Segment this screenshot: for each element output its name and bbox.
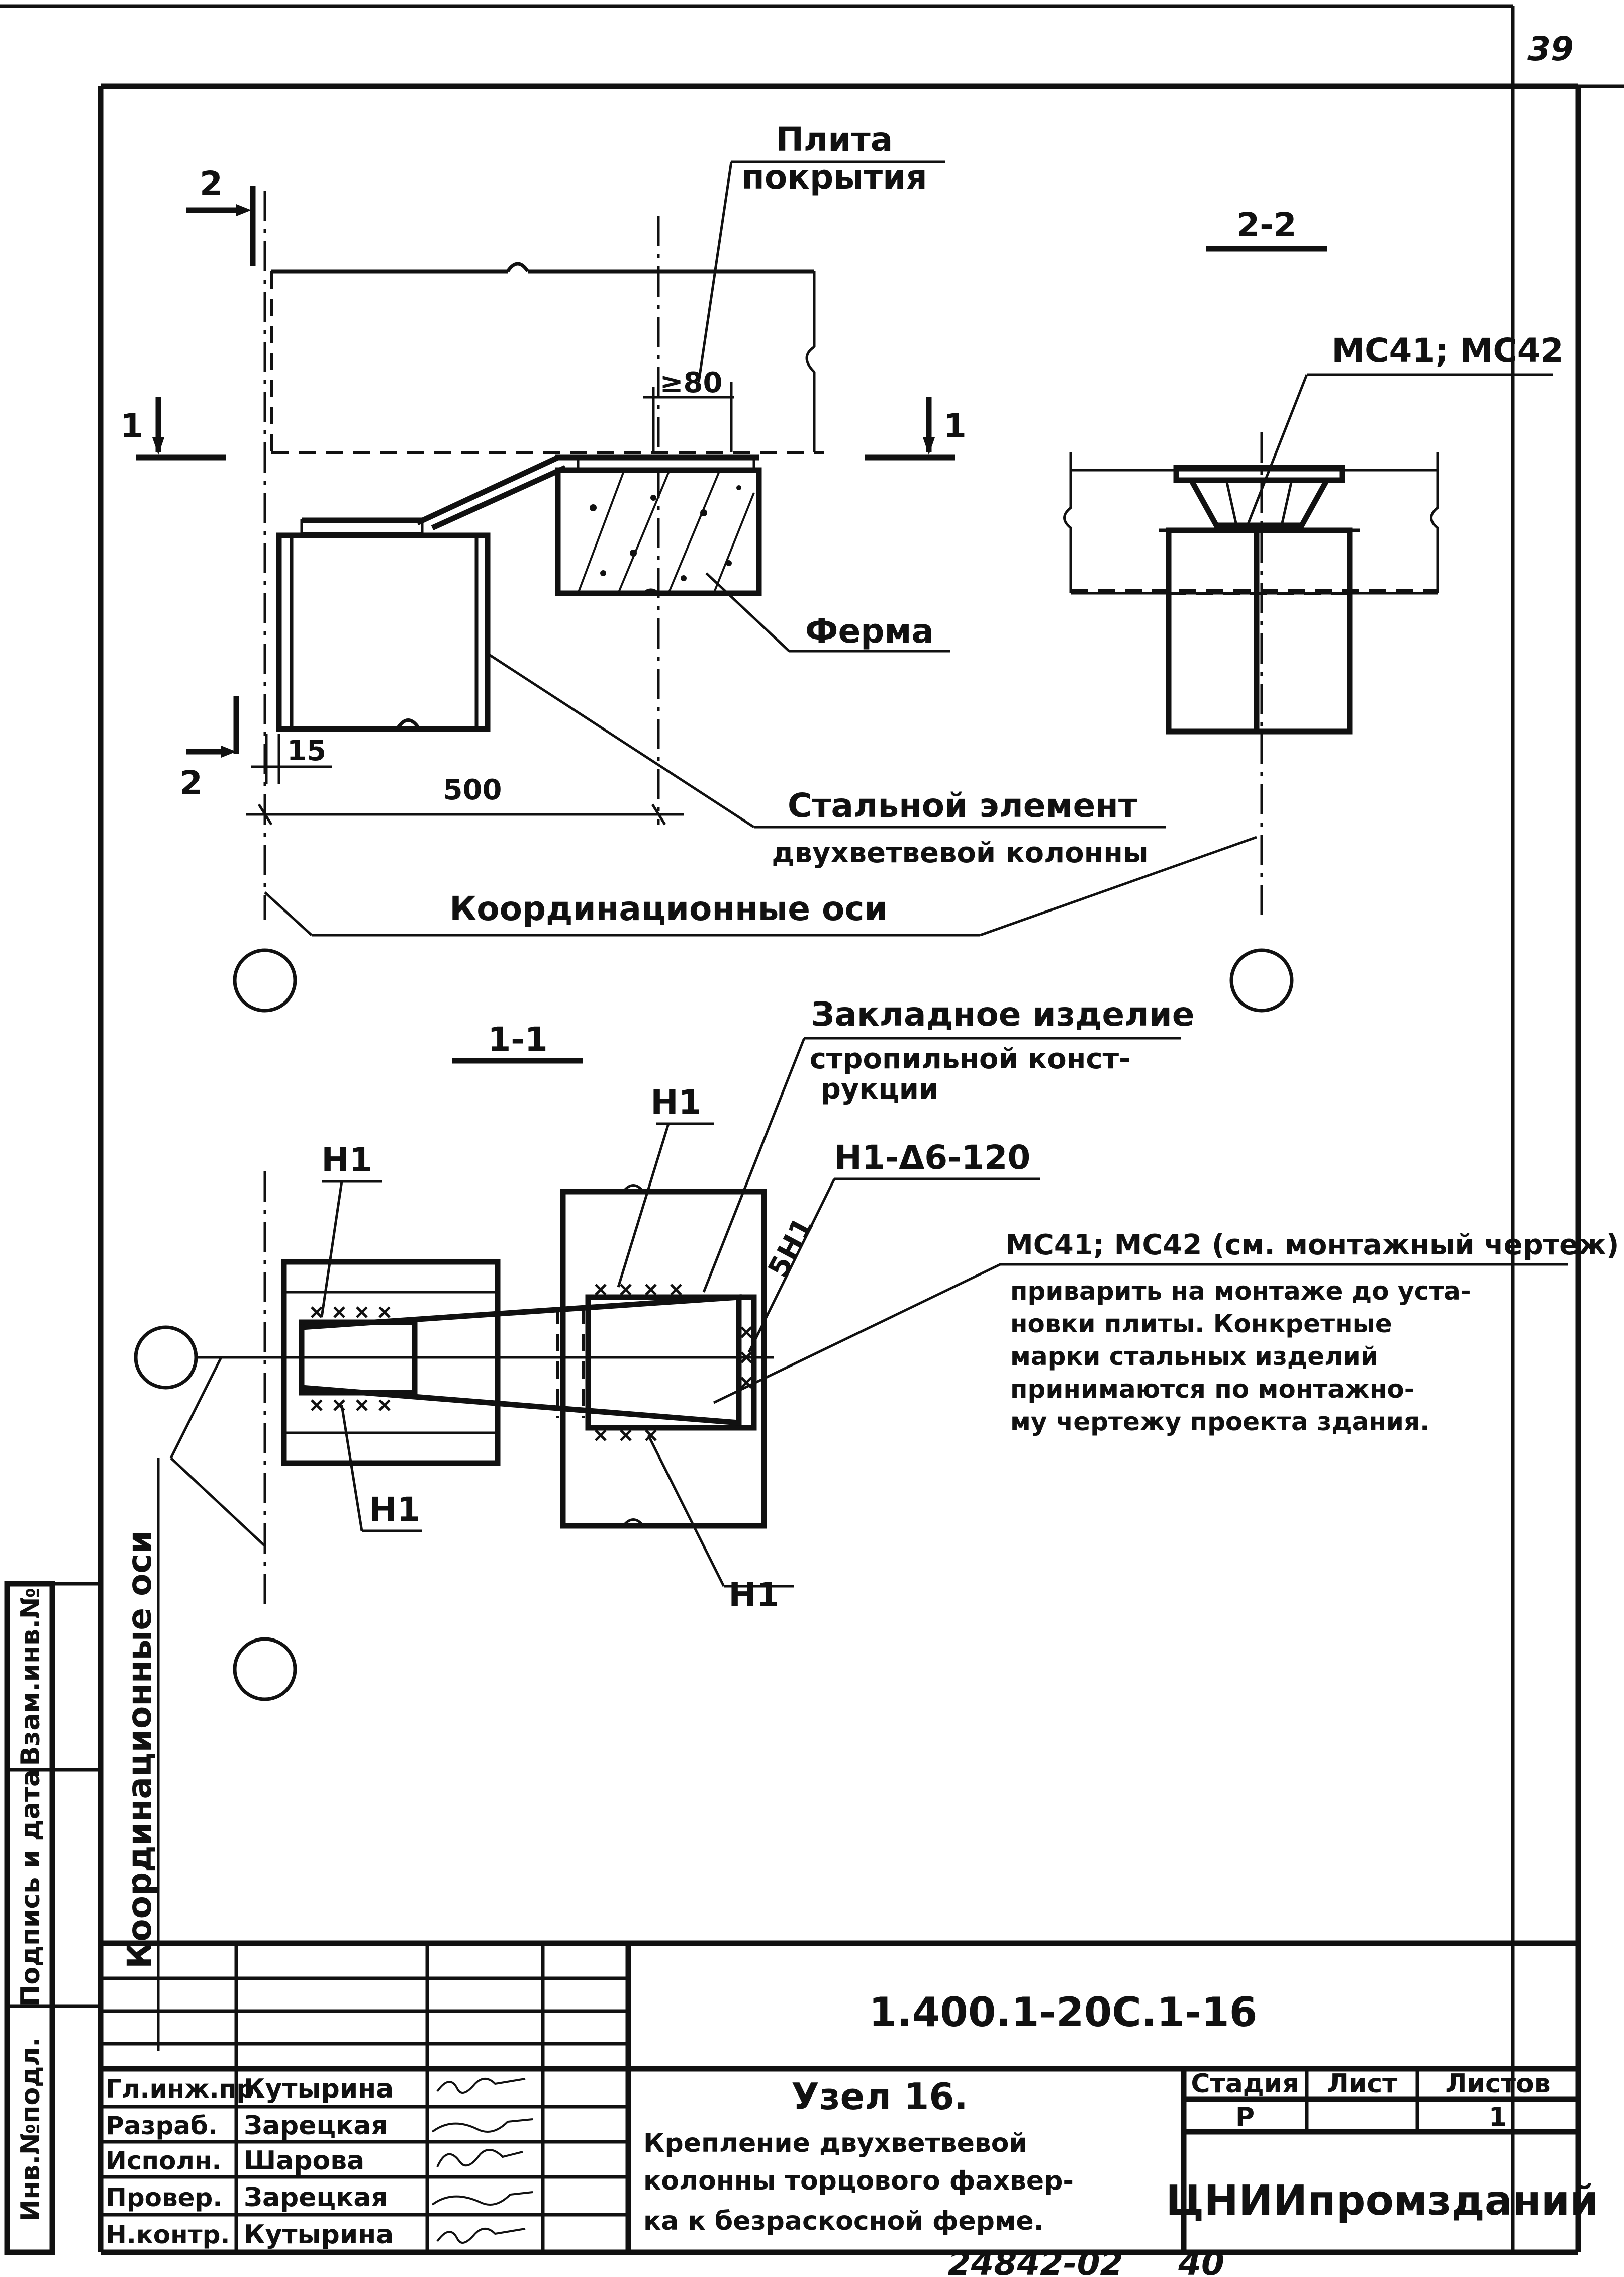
elevation-view: 2 1 1 [120, 120, 1257, 1013]
side-strip: Инв.№подл. Подпись и дата Взам.инв.№ [4, 1581, 101, 2255]
steel-element-label-line1: Стальной элемент [788, 786, 1137, 825]
note-line-4: принимаются по монтажно- [1010, 1375, 1415, 1404]
role-4: Провер. [106, 2183, 222, 2212]
axis-bubble-left-middle [134, 1325, 198, 1390]
title-line-3: колонны торцового фахвер- [643, 2166, 1074, 2196]
stage-label: Стадия [1191, 2069, 1299, 2099]
section-1-1-view: 1-1 Закладное изделие стропильной конст-… [120, 995, 1619, 2051]
n1-label-top-left: Н1 [321, 1141, 372, 1179]
section-2-2-view: 2-2 МС41; МС42 [1063, 206, 1564, 1013]
coord-axes-label: Координационные оси [449, 889, 887, 928]
document-code: 1.400.1-20С.1-16 [869, 1989, 1258, 2036]
dimension-80: ≥80 [660, 367, 723, 399]
role-1: Гл.инж.пр. [106, 2074, 264, 2104]
n1-label-bottom-left: Н1 [369, 1490, 420, 1529]
sheet-label: Лист [1327, 2069, 1398, 2099]
weld-spec-label: Н1-Δ6-120 [834, 1138, 1031, 1177]
page-number: 39 [1527, 30, 1574, 68]
name-5: Кутырина [244, 2220, 394, 2250]
dimension-500: 500 [443, 774, 502, 806]
name-3: Шарова [244, 2146, 364, 2176]
side-label-vzam: Взам.инв.№ [16, 1588, 46, 1766]
side-label-signature: Подпись и дата [16, 1769, 46, 2007]
dimension-15: 15 [287, 735, 326, 767]
axis-bubble-left-bottom [233, 1637, 297, 1701]
embedded-label-line3: рукции [821, 1073, 939, 1106]
axis-bubble-right [1229, 948, 1294, 1013]
section-mark-2-top: 2 [200, 164, 223, 203]
title-line-4: ка к безраскосной ферме. [643, 2206, 1043, 2236]
steel-element-label-line2: двухветвевой колонны [772, 837, 1148, 869]
footer-page: 40 [1178, 2244, 1224, 2277]
role-5: Н.контр. [106, 2220, 230, 2249]
footer-number: 24842-02 [948, 2244, 1123, 2277]
axis-bubble-left-top [233, 948, 297, 1013]
name-2: Зарецкая [244, 2111, 388, 2141]
weld-marks [311, 1284, 752, 1441]
marks-mc-label: МС41; МС42 [1331, 331, 1563, 370]
section-2-2-title: 2-2 [1236, 206, 1296, 244]
sheets-label: Листов [1445, 2069, 1550, 2099]
signatures [431, 2078, 533, 2244]
section-mark-2-bottom: 2 [179, 764, 203, 802]
embedded-label-line2: стропильной конст- [810, 1043, 1131, 1075]
name-4: Зарецкая [244, 2182, 388, 2213]
coord-axes-vertical-label: Координационные оси [120, 1530, 159, 1968]
sheets-value: 1 [1489, 2102, 1507, 2132]
title-block: Гл.инж.пр. Кутырина Разраб. Зарецкая Исп… [101, 1940, 1599, 2252]
truss-label: Ферма [805, 612, 934, 651]
note-line-5: му чертежу проекта здания. [1010, 1407, 1429, 1436]
plate-label-line2: покрытия [741, 158, 927, 197]
plate-label-line1: Плита [776, 120, 893, 159]
section-mark-1-right: 1 [943, 407, 967, 445]
name-1: Кутырина [244, 2074, 394, 2104]
title-line-2: Крепление двухветвевой [643, 2128, 1027, 2158]
role-3: Исполн. [106, 2146, 222, 2175]
sheet-frame [0, 4, 1624, 2255]
stage-value: Р [1235, 2102, 1255, 2132]
weld-5n1-label: 5Н1 [762, 1212, 820, 1283]
n1-label-bottom-right: Н1 [728, 1576, 779, 1614]
section-1-1-title: 1-1 [488, 1020, 547, 1059]
note-line-1: приварить на монтаже до уста- [1010, 1277, 1471, 1306]
side-label-inv-podl: Инв.№подл. [16, 2037, 46, 2221]
embedded-label-line1: Закладное изделие [811, 995, 1194, 1034]
note-line-3: марки стальных изделий [1010, 1342, 1378, 1371]
title-line-1: Узел 16. [791, 2075, 968, 2118]
organization-name: ЦНИИпромзданий [1166, 2177, 1598, 2225]
role-2: Разраб. [106, 2111, 218, 2140]
section-mark-1-left: 1 [120, 407, 143, 445]
note-title: МС41; МС42 (см. монтажный чертеж) [1005, 1229, 1619, 1261]
n1-label-top-right: Н1 [650, 1083, 701, 1122]
note-line-2: новки плиты. Конкретные [1010, 1309, 1392, 1338]
